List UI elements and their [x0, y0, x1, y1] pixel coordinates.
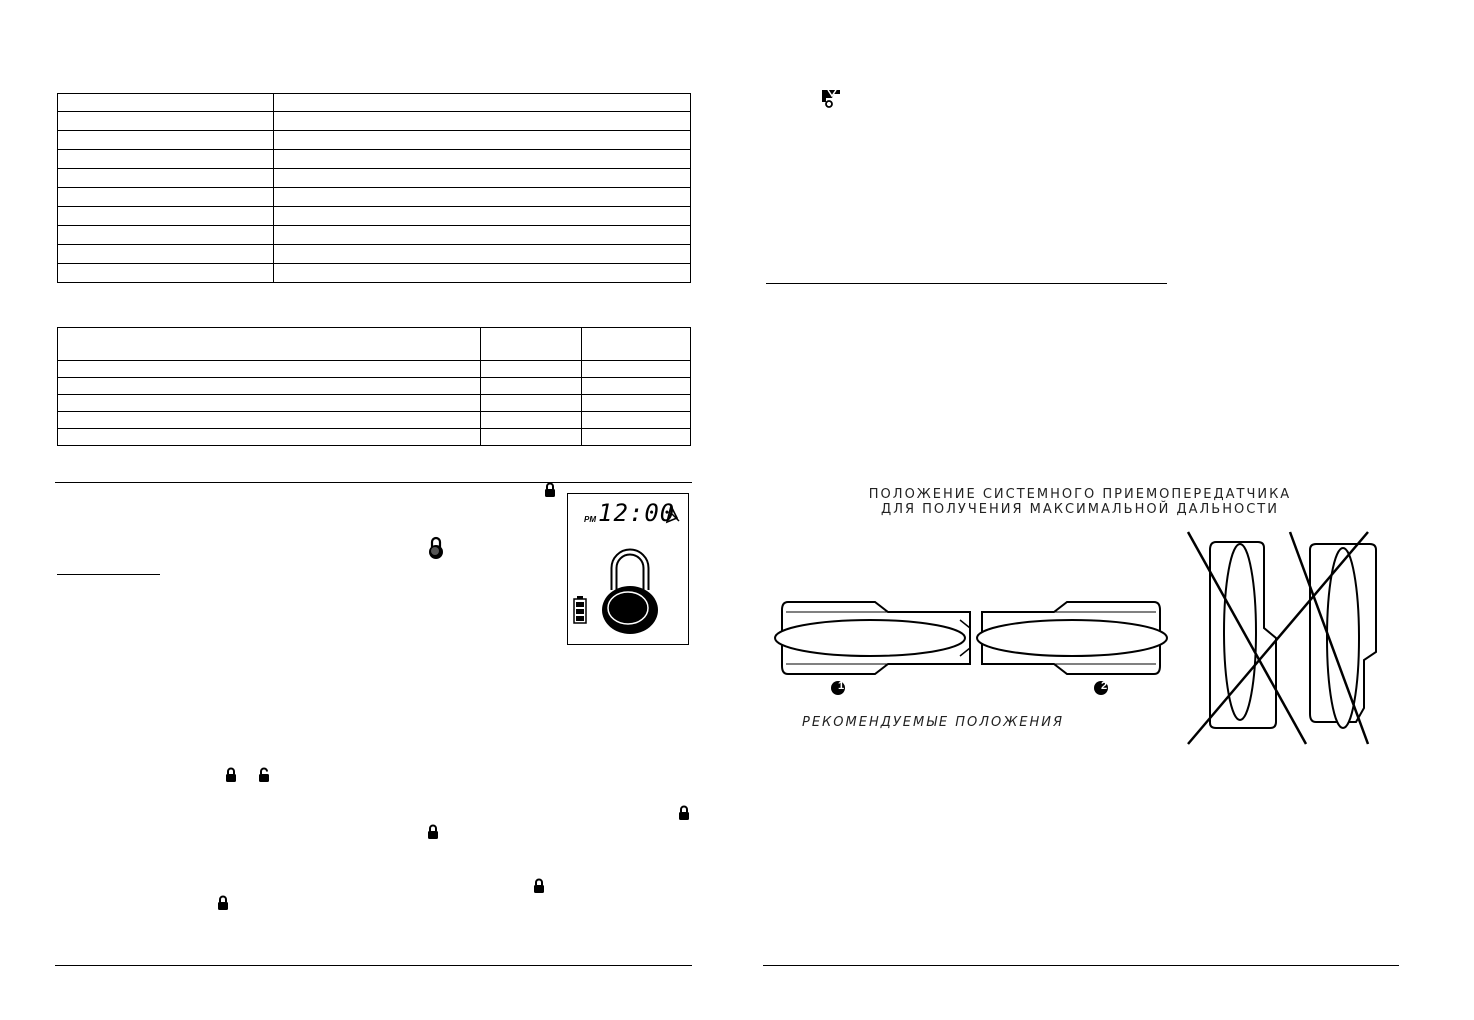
cross-line [1186, 531, 1308, 745]
cross-line [1288, 531, 1370, 745]
table-cell [57, 111, 274, 131]
table-cell [581, 394, 691, 412]
table-cell [57, 394, 481, 412]
table-cell [57, 244, 274, 264]
table-cell [57, 263, 274, 283]
table-cell [57, 377, 481, 395]
lock-icon [427, 824, 439, 840]
table-cell [57, 187, 274, 207]
table-cell [273, 244, 691, 264]
table-cell [581, 377, 691, 395]
underline-rule [57, 574, 160, 575]
table-cell [57, 206, 274, 226]
lcd-time: 12:00 [598, 499, 676, 527]
lock-icon [678, 805, 690, 821]
transceiver-device-vertical-1 [1209, 541, 1277, 729]
lock-status-icon [428, 536, 444, 565]
section-rule [766, 283, 1167, 284]
table-cell [57, 360, 481, 378]
table-cell [273, 111, 691, 131]
battery-icon [573, 596, 587, 629]
lock-open-icon [258, 767, 270, 783]
table-cell [273, 187, 691, 207]
table-cell [273, 263, 691, 283]
table-cell [57, 411, 481, 429]
marker-2-label: 2 [1100, 680, 1108, 692]
table-cell [480, 394, 582, 412]
table-cell [480, 428, 582, 446]
car-alarm-icon [820, 88, 842, 113]
table-cell [273, 206, 691, 226]
figure-title-line1: ПОЛОЖЕНИЕ СИСТЕМНОГО ПРИЕМОПЕРЕДАТЧИКА [868, 487, 1292, 502]
section-rule [55, 482, 692, 483]
marker-1-label: 1 [837, 680, 845, 692]
table-cell [273, 93, 691, 112]
table-cell [57, 327, 481, 361]
antenna-icon [664, 503, 680, 529]
table-cell [480, 377, 582, 395]
figure-title-line2: ДЛЯ ПОЛУЧЕНИЯ МАКСИМАЛЬНОЙ ДАЛЬНОСТИ [881, 502, 1279, 517]
marker-1-circle [831, 681, 845, 695]
lock-icon [225, 767, 237, 783]
table-cell [273, 130, 691, 150]
table-cell [581, 327, 691, 361]
transceiver-device-2 [976, 601, 1168, 675]
table-cell [273, 225, 691, 245]
table-cell [480, 327, 582, 361]
marker-2-circle [1094, 681, 1108, 695]
lock-icon [544, 482, 556, 498]
cross-line [1187, 531, 1369, 745]
table-cell [57, 130, 274, 150]
table-cell [57, 149, 274, 169]
transceiver-device-1 [774, 601, 971, 675]
transceiver-device-vertical-2 [1309, 543, 1377, 729]
table-cell [57, 428, 481, 446]
table-cell [480, 360, 582, 378]
table-cell [273, 149, 691, 169]
transceiver-position-illustration [774, 531, 1377, 745]
table-cell [273, 168, 691, 188]
table-cell [57, 93, 274, 112]
big-lock-icon [598, 540, 662, 645]
footer-rule-right [763, 965, 1399, 966]
lcd-display: PM 12:00 [567, 493, 689, 645]
table-cell [480, 411, 582, 429]
lock-icon [533, 878, 545, 894]
table-cell [581, 360, 691, 378]
lcd-pm-label: PM [584, 515, 596, 524]
spec-table-1 [57, 93, 691, 283]
table-cell [581, 411, 691, 429]
table-cell [57, 225, 274, 245]
table-cell [581, 428, 691, 446]
lock-icon [217, 895, 229, 911]
spec-table-2 [57, 327, 691, 446]
footer-rule-left [55, 965, 692, 966]
table-cell [57, 168, 274, 188]
recommended-positions-caption: РЕКОМЕНДУЕМЫЕ ПОЛОЖЕНИЯ [802, 715, 1064, 730]
